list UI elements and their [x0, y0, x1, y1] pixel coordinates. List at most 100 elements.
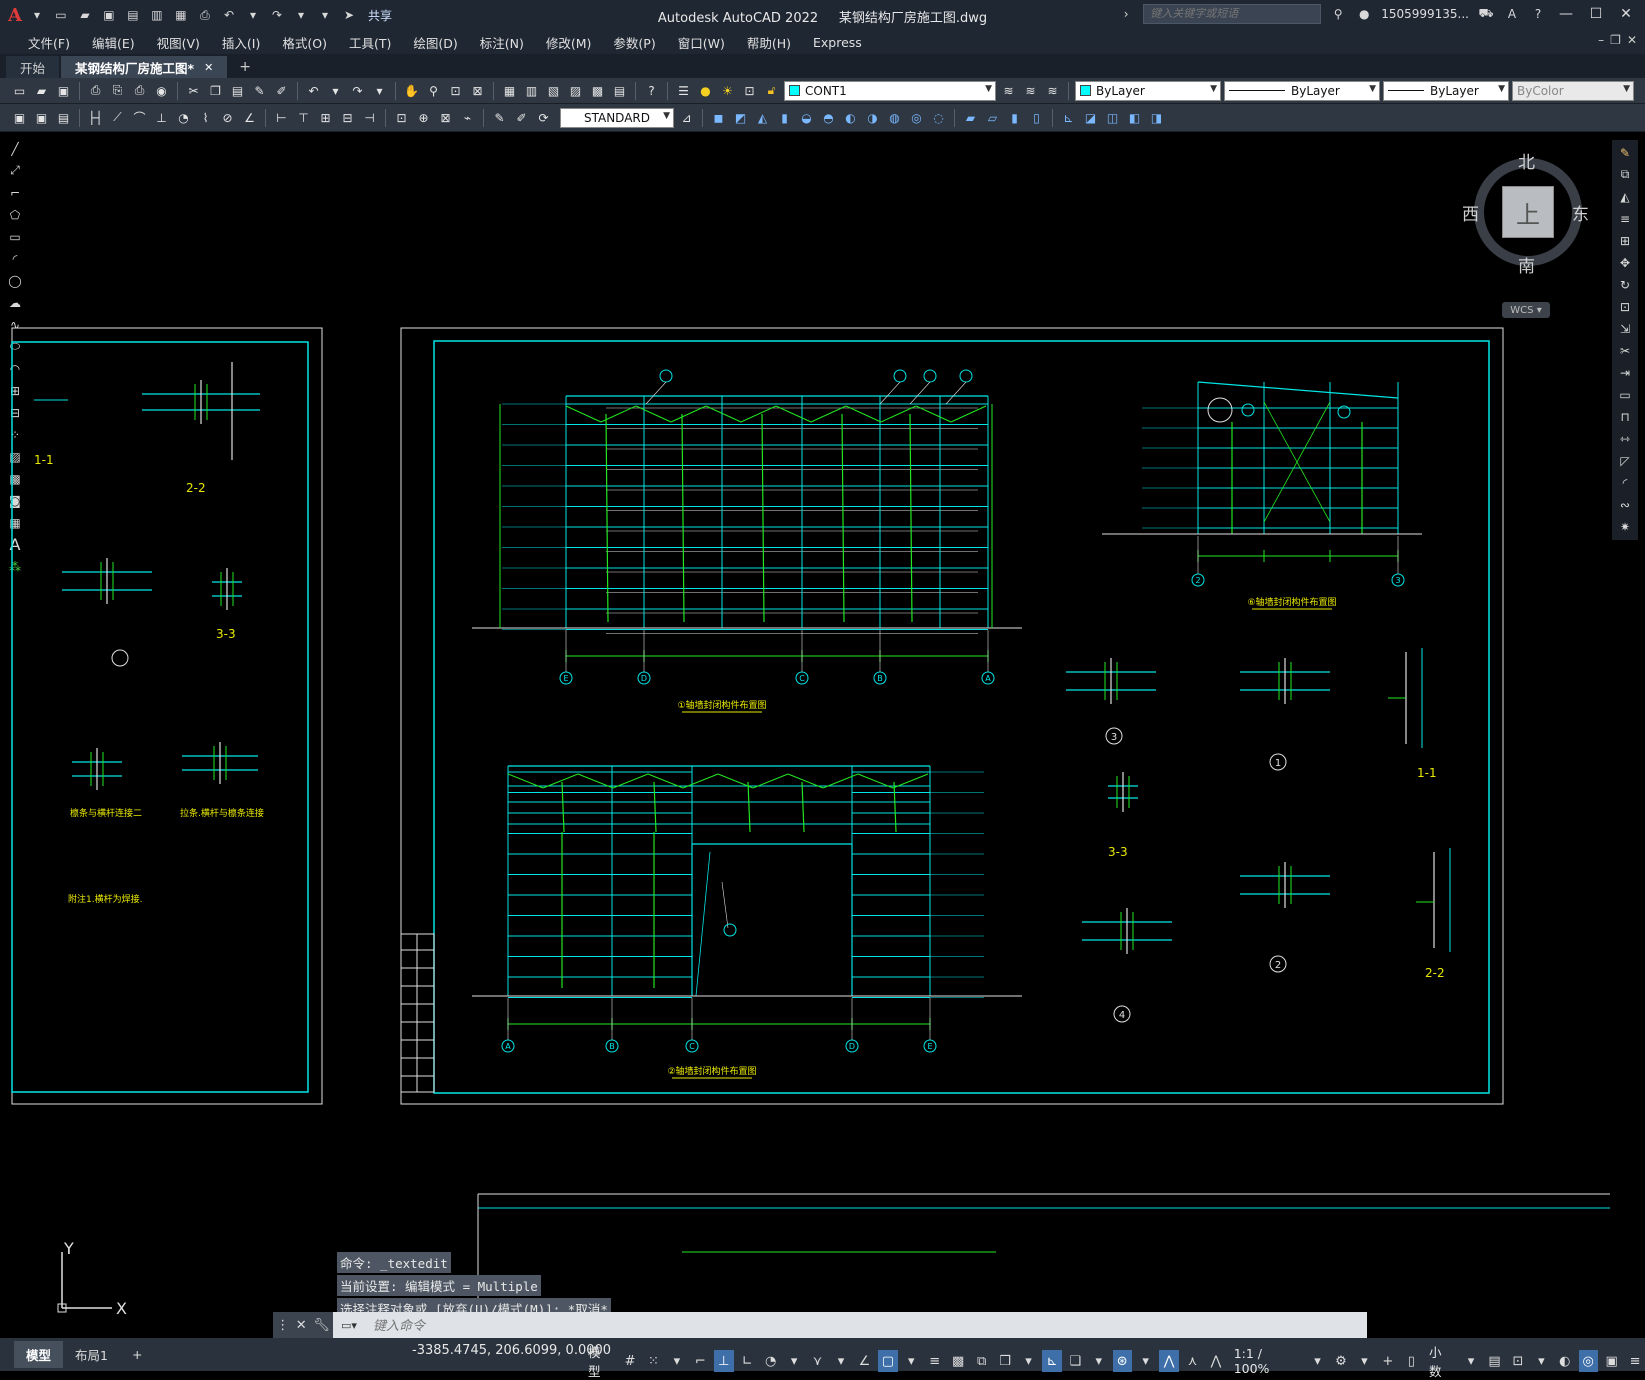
point-icon[interactable]: ⁘	[9, 427, 21, 442]
publish-icon[interactable]: ⎙	[134, 83, 145, 97]
layer-viewport-icon[interactable]: ⊡	[744, 83, 755, 98]
share-icon[interactable]: ➤	[343, 8, 354, 22]
multileader-icon[interactable]: ▤	[57, 110, 70, 125]
isometric-icon[interactable]: ⋎	[812, 1353, 823, 1369]
menu-insert[interactable]: 插入(I)	[221, 35, 261, 51]
aligned-dimension-icon[interactable]: ⟋	[113, 110, 122, 124]
zoom-window-icon[interactable]: ⊡	[450, 83, 461, 98]
plot-icon[interactable]: ⎙	[90, 83, 101, 97]
dynamic-input-icon[interactable]: ⊥	[714, 1350, 734, 1372]
user-icon[interactable]: ●	[1358, 7, 1370, 21]
pan-icon[interactable]: ✋	[404, 83, 419, 98]
chevron-down-icon[interactable]: ▾	[1314, 1353, 1321, 1369]
plotstyle-combo[interactable]: ByColor ▼	[1512, 80, 1634, 101]
cut-icon[interactable]: ✂	[188, 83, 199, 98]
snap-icon[interactable]: ⁙	[648, 1353, 659, 1369]
share-label[interactable]: 共享	[367, 8, 392, 23]
save-icon[interactable]: ▣	[103, 8, 115, 22]
gradient-icon[interactable]: ▩	[9, 471, 21, 486]
inspect-icon[interactable]: ⊠	[440, 110, 451, 125]
command-input[interactable]	[365, 1312, 1367, 1338]
union-icon[interactable]: ◍	[889, 110, 900, 125]
arc-length-icon[interactable]: ⌒	[133, 111, 146, 125]
menu-draw[interactable]: 绘图(D)	[413, 35, 458, 51]
viewcube[interactable]: 上 北 南 东 西	[1462, 148, 1590, 277]
ucs-world-icon[interactable]: ◪	[1084, 110, 1097, 125]
tab-layout1[interactable]: 布局1	[75, 1348, 108, 1363]
tool-palettes-icon[interactable]: ▧	[547, 83, 560, 98]
model-space-button[interactable]: 模型	[588, 1345, 601, 1379]
menu-tools[interactable]: 工具(T)	[348, 35, 392, 51]
sweep-icon[interactable]: ◓	[823, 110, 834, 125]
tab-drawing[interactable]: 某钢结构厂房施工图* ✕	[61, 56, 228, 78]
chevron-down-icon[interactable]: ▾	[1142, 1353, 1149, 1369]
extend-icon[interactable]: ⇥	[1619, 365, 1631, 380]
center-mark-icon[interactable]: ⊕	[418, 110, 429, 125]
save-as-icon[interactable]: ▤	[127, 8, 139, 22]
solid-box-icon[interactable]: ◼	[713, 110, 724, 125]
3d-print-icon[interactable]: ◉	[156, 83, 167, 98]
doc-restore-icon[interactable]: ❐	[1610, 33, 1621, 47]
close-icon[interactable]: ✕	[295, 1317, 307, 1333]
loft-icon[interactable]: ◐	[845, 110, 856, 125]
tolerance-icon[interactable]: ⊡	[396, 110, 407, 125]
command-prompt-icon[interactable]: ▭▾	[333, 1312, 365, 1338]
dim-text-edit-icon[interactable]: ✐	[516, 110, 527, 125]
baseline-icon[interactable]: ⊤	[298, 110, 309, 125]
grip-icon[interactable]: ⋮	[276, 1317, 290, 1333]
workspace-icon[interactable]: ▣	[13, 110, 26, 125]
autocad-logo-icon[interactable]: A	[8, 4, 22, 26]
auto-scale-icon[interactable]: ⋏	[1187, 1353, 1198, 1369]
open-icon[interactable]: ▰	[36, 83, 47, 98]
rectangle-icon[interactable]: ▭	[9, 229, 21, 244]
lock-ui-icon[interactable]: ⊡	[1512, 1353, 1524, 1369]
trim-icon[interactable]: ✂	[1619, 343, 1631, 358]
save-icon[interactable]: ▣	[57, 83, 70, 98]
units-value[interactable]: 小数	[1429, 1345, 1442, 1379]
chevron-down-icon[interactable]: ▾	[1467, 1353, 1475, 1369]
layer-previous-icon[interactable]: ≋	[1003, 83, 1014, 98]
quick-dimension-icon[interactable]: ⊢	[276, 110, 287, 125]
tab-start[interactable]: 开始	[6, 56, 60, 78]
doc-close-icon[interactable]: ✕	[1626, 33, 1637, 47]
insert-block-icon[interactable]: ⊞	[9, 383, 21, 398]
undo-dropdown-icon[interactable]: ▾	[332, 83, 339, 98]
menu-view[interactable]: 视图(V)	[156, 35, 200, 51]
mirror-icon[interactable]: ◭	[1620, 189, 1630, 204]
search-icon[interactable]: ⚲	[1333, 7, 1343, 21]
search-input[interactable]	[1143, 4, 1322, 24]
markup-icon[interactable]: ▩	[591, 83, 604, 98]
design-center-icon[interactable]: ▥	[525, 83, 538, 98]
ordinate-icon[interactable]: ⊥	[156, 110, 167, 125]
dim-style-combo[interactable]: STANDARD ▼	[560, 107, 674, 128]
diameter-icon[interactable]: ⊘	[222, 110, 233, 125]
radius-icon[interactable]: ◔	[178, 110, 189, 125]
workspace-gear-icon[interactable]: ⚙	[1335, 1353, 1347, 1369]
copy-object-icon[interactable]: ⧉	[1620, 167, 1630, 181]
revolve-icon[interactable]: ◒	[801, 110, 812, 125]
arc-icon[interactable]: ◜	[12, 251, 18, 266]
maximize-button[interactable]: ☐	[1589, 6, 1603, 22]
layer-lock-icon[interactable]: 🔓︎	[767, 83, 776, 97]
layer-states-icon[interactable]: ≋	[1047, 83, 1058, 98]
break-at-point-icon[interactable]: ▭	[1619, 387, 1631, 402]
ucs-object-icon[interactable]: ◨	[1150, 110, 1163, 125]
explode-icon[interactable]: ✷	[1619, 519, 1631, 534]
chevron-down-icon[interactable]: ▾	[1095, 1353, 1103, 1369]
wcs-menu-button[interactable]: WCS ▾	[1502, 302, 1550, 318]
polygon-icon[interactable]: ⬠	[9, 207, 21, 222]
save-web-icon[interactable]: ▦	[175, 8, 187, 22]
layer-properties-icon[interactable]: ☰	[678, 83, 689, 98]
new-tab-button[interactable]: +	[239, 59, 252, 75]
layer-match-icon[interactable]: ≋	[1025, 83, 1036, 98]
hardware-acceleration-icon[interactable]: ◎	[1578, 1350, 1598, 1372]
menu-parametric[interactable]: 参数(P)	[613, 35, 656, 51]
selection-cycling-icon[interactable]: ⧉	[976, 1353, 987, 1369]
polyline-icon[interactable]: ⌐	[9, 185, 21, 200]
menu-file[interactable]: 文件(F)	[28, 35, 70, 51]
dim-update-icon[interactable]: ⟳	[538, 110, 549, 125]
fillet-icon[interactable]: ◜	[1622, 475, 1628, 490]
app-menu-chevron-icon[interactable]: ▾	[33, 8, 40, 22]
dynamic-ucs-icon[interactable]: ⊾	[1042, 1350, 1062, 1372]
